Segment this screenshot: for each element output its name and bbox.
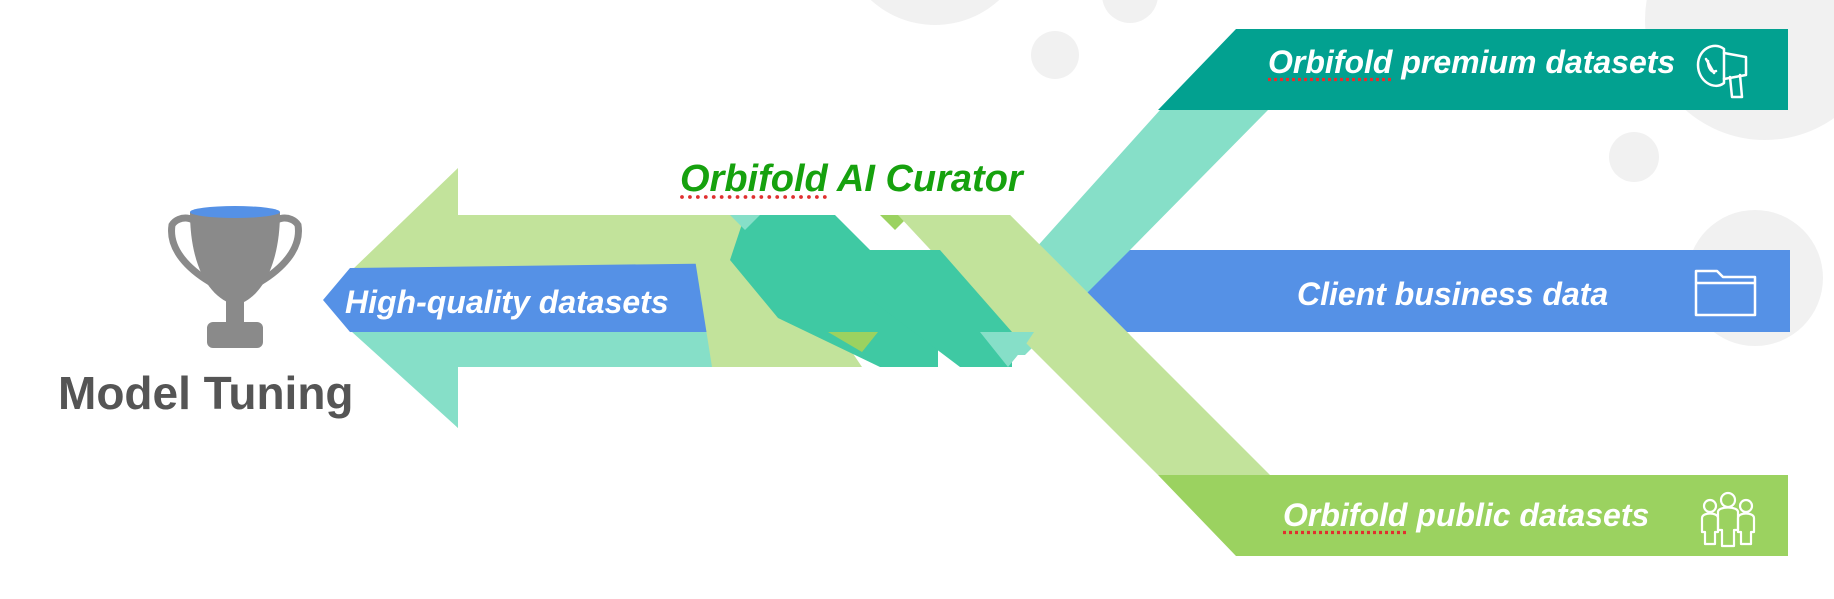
braid-strand-2b	[730, 215, 760, 230]
curator-title: Orbifold AI Curator	[680, 158, 1023, 201]
braid-strand-7	[980, 332, 1034, 367]
premium-rest: premium datasets	[1392, 44, 1676, 80]
braid-strand-4	[898, 215, 1130, 335]
public-label: Orbifold public datasets	[1283, 497, 1649, 534]
curator-rest: AI Curator	[827, 158, 1023, 200]
premium-band	[1158, 29, 1788, 110]
folder-icon	[1694, 269, 1757, 317]
client-label: Client business data	[1297, 276, 1609, 312]
public-band	[1158, 475, 1788, 556]
braid-strand-6	[828, 332, 878, 352]
trophy-icon	[168, 206, 302, 348]
public-brand: Orbifold	[1283, 497, 1408, 533]
braid-strand-5	[858, 250, 1012, 367]
output-arrow-teal-band	[352, 332, 720, 428]
premium-label: Orbifold premium datasets	[1268, 44, 1675, 81]
curator-brand: Orbifold	[680, 158, 828, 200]
premium-diagonal	[1034, 110, 1268, 250]
premium-brand: Orbifold	[1268, 44, 1393, 80]
braid-strand-2	[730, 215, 938, 367]
people-icon	[1700, 491, 1756, 548]
megaphone-icon	[1696, 44, 1748, 99]
output-label: High-quality datasets	[345, 284, 669, 320]
model-tuning-title: Model Tuning	[58, 367, 354, 419]
public-rest: public datasets	[1407, 497, 1650, 533]
client-band	[1030, 250, 1790, 332]
